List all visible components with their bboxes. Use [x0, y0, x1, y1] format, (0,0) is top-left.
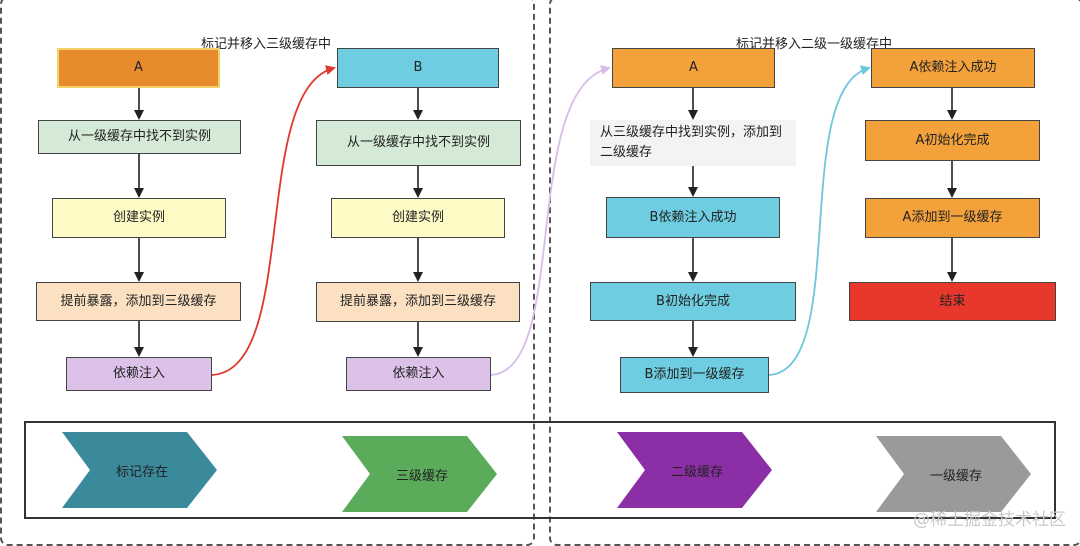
legend-chevron-marked — [62, 432, 217, 508]
legend-label-marked: 标记存在 — [115, 464, 168, 480]
node-a-init-done: A初始化完成 — [865, 120, 1040, 161]
legend-label-l3: 三级缓存 — [395, 468, 448, 484]
legend-box — [24, 421, 1056, 519]
node-a-expose: 提前暴露，添加到三级缓存 — [36, 282, 241, 321]
watermark: @稀土掘金技术社区 — [913, 510, 1066, 530]
node-b-init-done: B初始化完成 — [590, 282, 796, 321]
node-b-add-l1: B添加到一级缓存 — [620, 357, 769, 393]
node-b-create: 创建实例 — [331, 198, 505, 238]
node-a-create: 创建实例 — [52, 198, 226, 238]
legend-chevron-l2 — [617, 432, 772, 508]
right-section-title: 标记并移入二级一级缓存中 — [736, 37, 893, 52]
node-b-find-l1: 从一级缓存中找不到实例 — [316, 120, 521, 166]
node-a-start: A — [57, 48, 220, 88]
node-a2-found-line1: 从三级缓存中找到实例，添加到 — [600, 125, 783, 140]
legend-chevron-l1 — [876, 436, 1031, 512]
legend-chevron-l3 — [342, 436, 497, 512]
node-b-inject-ok: B依赖注入成功 — [606, 197, 780, 238]
legend-item-marked: 标记存在 — [62, 432, 217, 508]
legend-label-l1: 一级缓存 — [929, 468, 982, 484]
legend-label-l2: 二级缓存 — [670, 464, 723, 480]
node-a2-start: A — [612, 48, 775, 88]
node-b-start: B — [337, 48, 499, 88]
node-b-expose: 提前暴露，添加到三级缓存 — [316, 282, 520, 322]
node-b-inject: 依赖注入 — [346, 357, 491, 391]
node-a-add-l1: A添加到一级缓存 — [865, 198, 1040, 238]
node-a-inject-ok: A依赖注入成功 — [871, 48, 1035, 88]
left-section-title: 标记并移入三级缓存中 — [201, 37, 332, 52]
node-end: 结束 — [849, 282, 1056, 321]
node-a2-found-line2: 二级缓存 — [600, 145, 653, 160]
legend-item-l1: 一级缓存 — [876, 436, 1031, 512]
legend-item-l2: 二级缓存 — [617, 432, 772, 508]
node-a-inject: 依赖注入 — [66, 357, 212, 391]
legend-item-l3: 三级缓存 — [342, 436, 497, 512]
node-a2-found-l3: 从三级缓存中找到实例，添加到 二级缓存 — [590, 120, 796, 166]
node-a-find-l1: 从一级缓存中找不到实例 — [38, 120, 241, 154]
